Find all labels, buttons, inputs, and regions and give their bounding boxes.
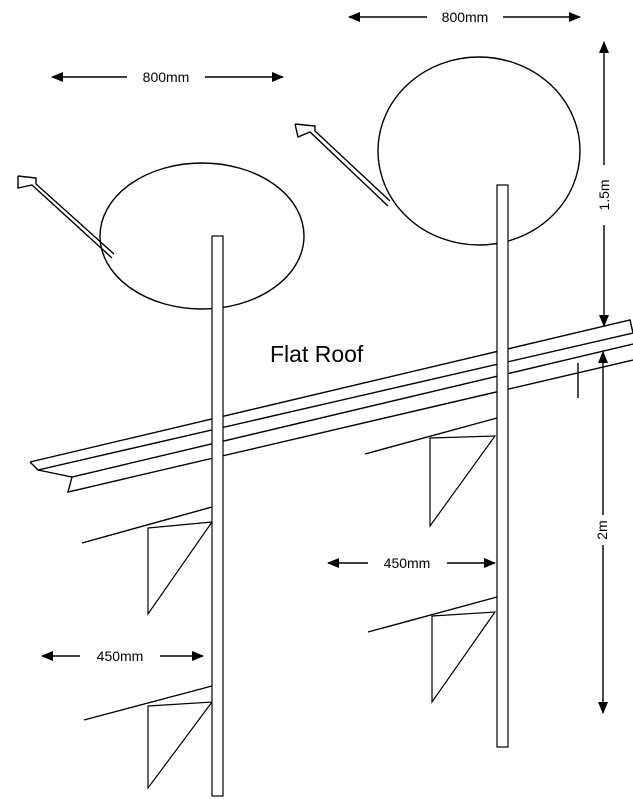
dim-right-dish-width-label: 800mm bbox=[442, 9, 489, 25]
dim-left-dish-width-label: 800mm bbox=[143, 69, 190, 85]
left-bracket-lower bbox=[83, 685, 214, 790]
dim-mount-height-label: 2m bbox=[594, 520, 610, 539]
flat-roof-label: Flat Roof bbox=[270, 341, 364, 367]
right-bracket-upper bbox=[364, 417, 498, 528]
left-pole bbox=[211, 235, 224, 797]
dim-pole-height-label: 1.5m bbox=[596, 179, 612, 210]
dim-arm-right-label: 450mm bbox=[384, 555, 431, 571]
right-feed-arm bbox=[294, 123, 391, 207]
dim-arm-left-label: 450mm bbox=[97, 648, 144, 664]
right-pole bbox=[496, 184, 509, 748]
left-dish bbox=[99, 162, 305, 310]
right-dish bbox=[377, 56, 581, 246]
right-bracket-lower bbox=[367, 596, 498, 704]
left-feed-arm bbox=[17, 175, 115, 259]
left-bracket-upper bbox=[81, 506, 214, 616]
flat-roof-beam bbox=[29, 319, 633, 493]
